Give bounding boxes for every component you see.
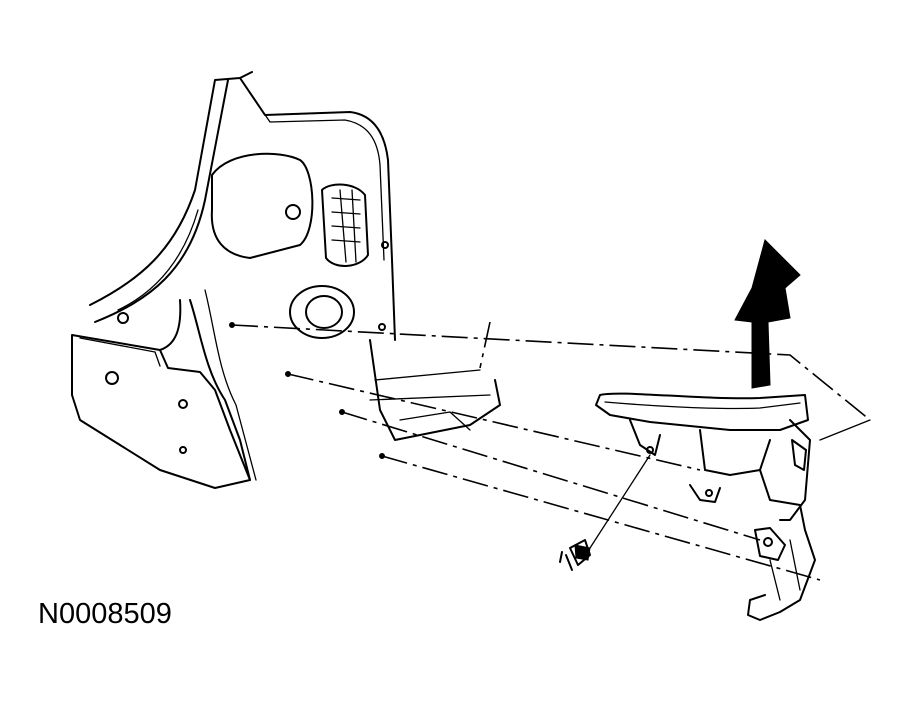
callout-arrow-icon (734, 239, 801, 389)
bracket-part (595, 392, 816, 621)
vehicle-body-panel (71, 71, 501, 489)
figure-id-label: N0008509 (38, 598, 172, 630)
push-pin-fastener (559, 454, 651, 571)
alignment-lines (231, 321, 871, 581)
